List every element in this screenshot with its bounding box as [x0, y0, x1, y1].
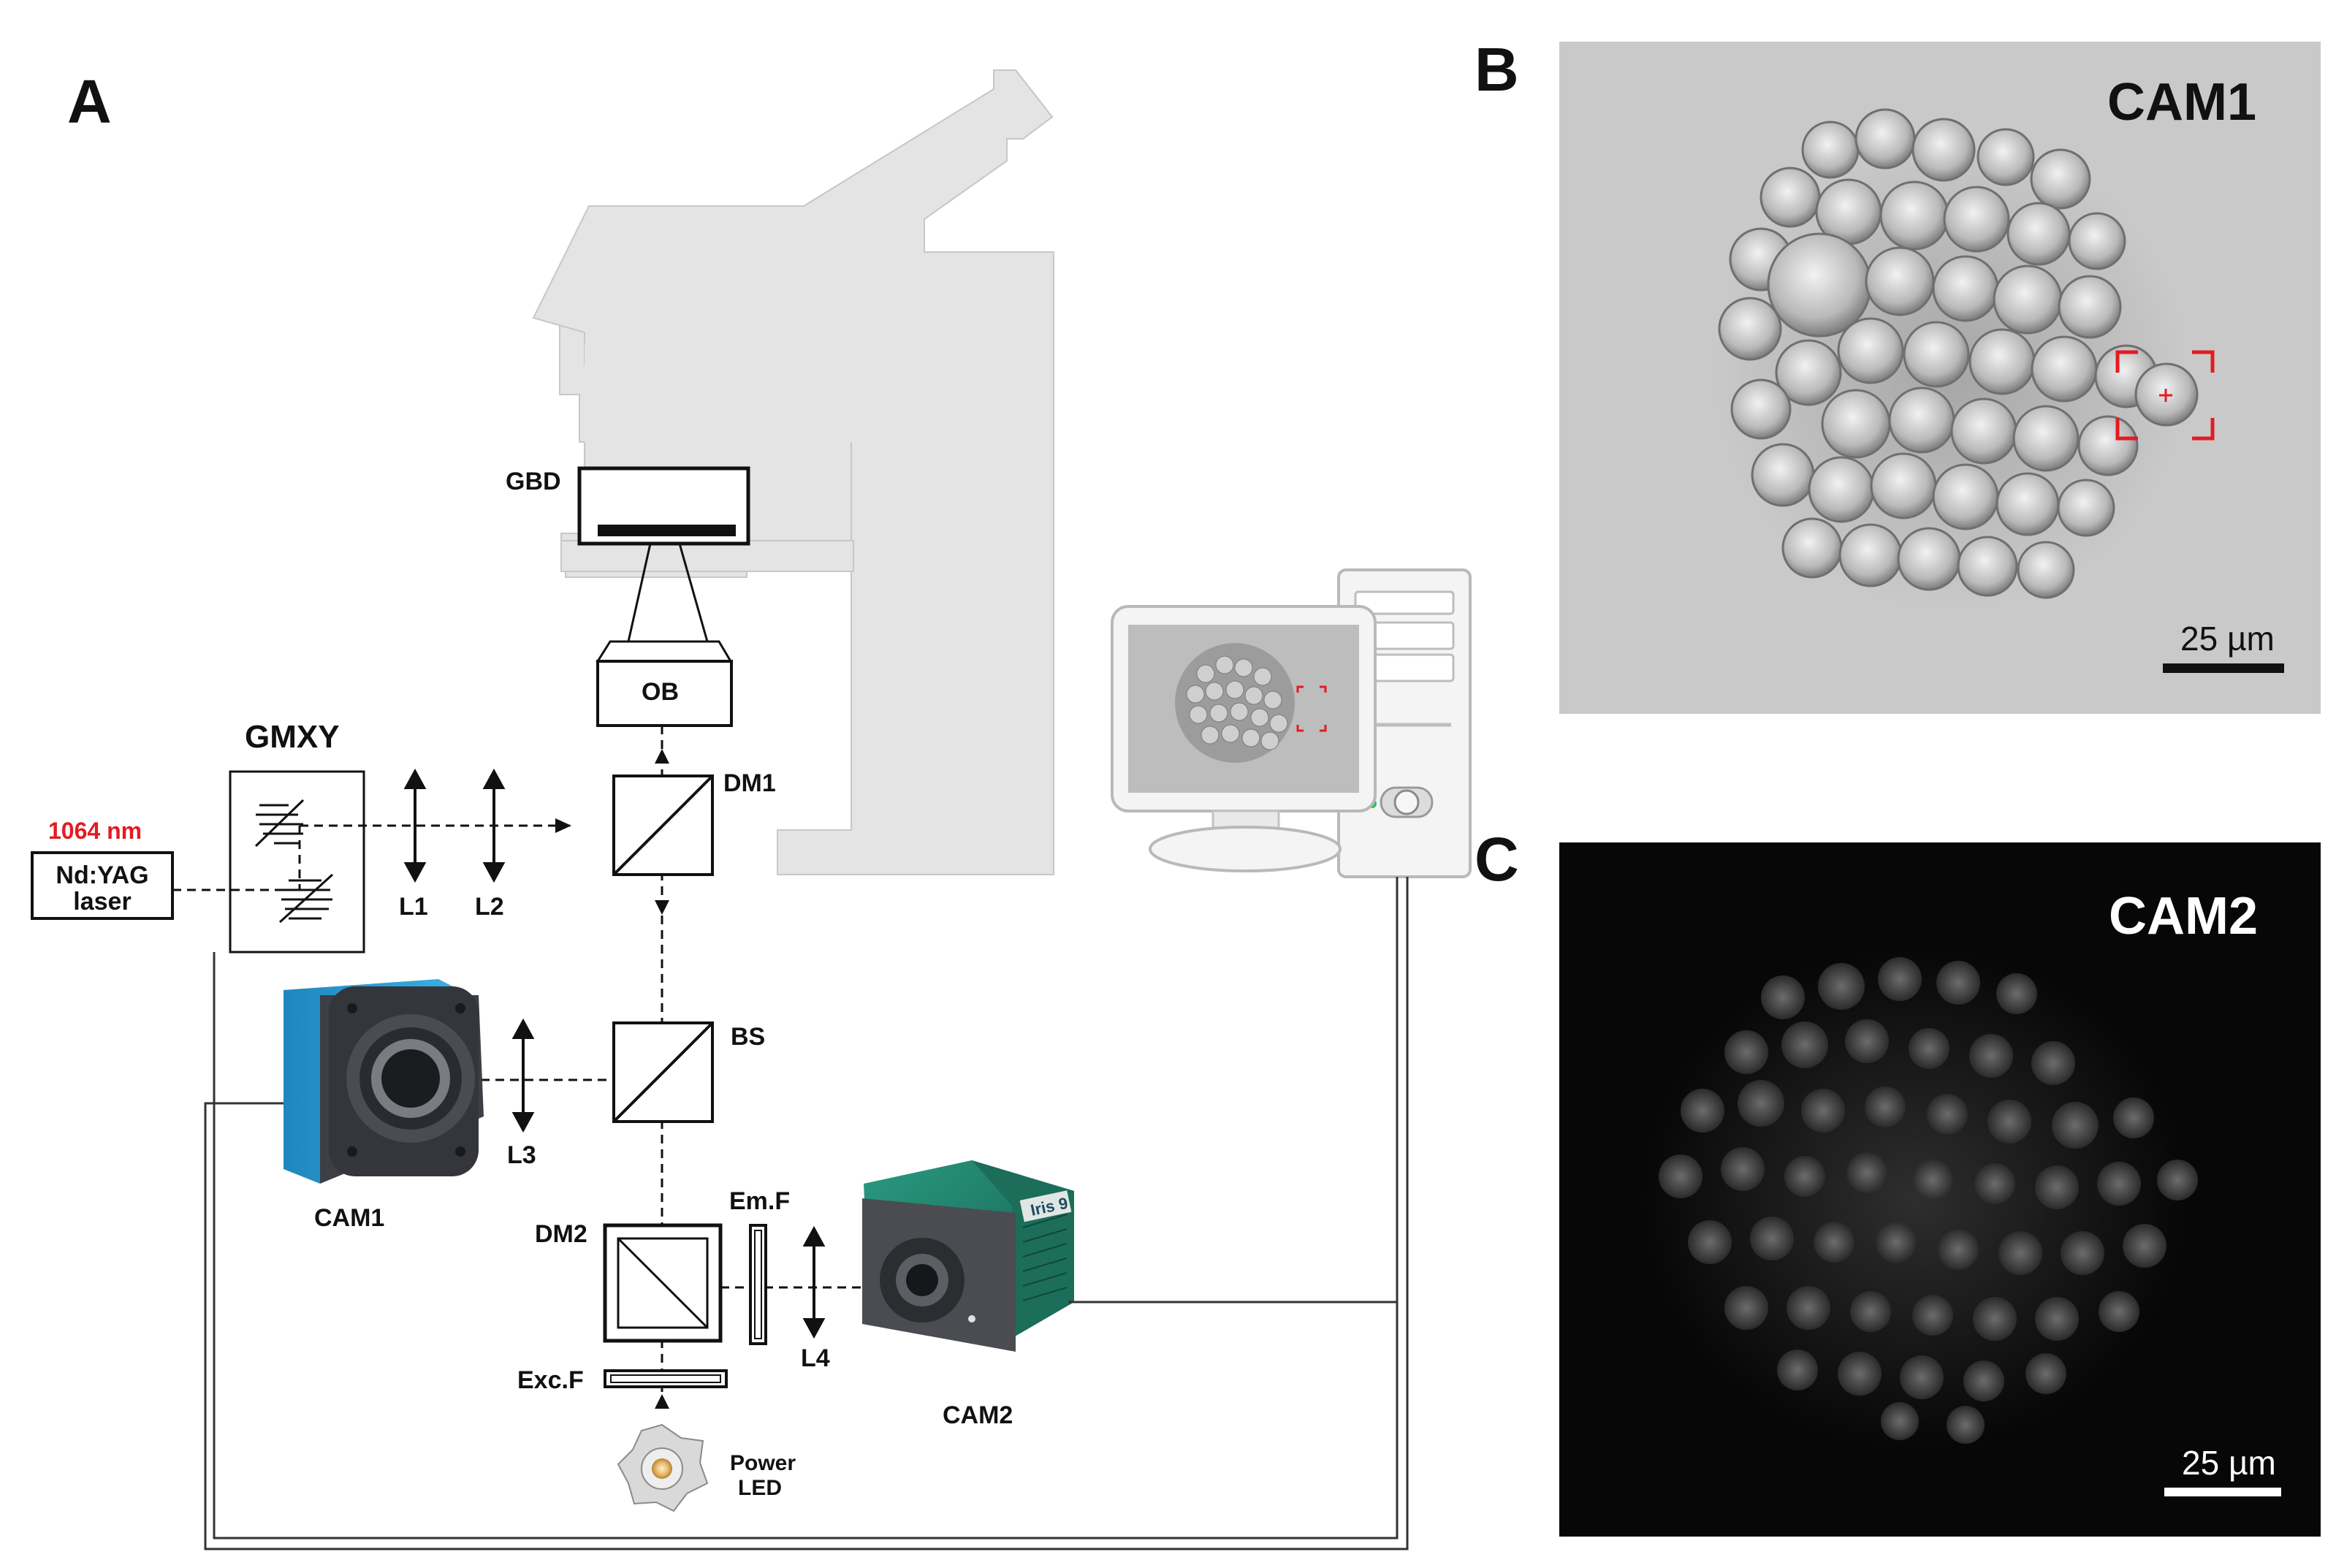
l1-label: L1 — [399, 893, 428, 921]
cam1-label: CAM1 — [314, 1204, 384, 1232]
lens-l2 — [482, 768, 506, 883]
monitor-icon — [1111, 605, 1377, 872]
lens-l3 — [511, 1018, 535, 1133]
ob-label: OB — [642, 678, 679, 706]
cam2-scale-bar — [2164, 1488, 2281, 1496]
panel-c-letter: C — [1475, 825, 1519, 894]
laser-wavelength: 1064 nm — [48, 818, 142, 844]
gbd-label: GBD — [506, 468, 561, 495]
objective-cone — [627, 543, 709, 642]
cam1-title: CAM1 — [2107, 73, 2256, 132]
cables — [204, 877, 1409, 1550]
gbd-sample — [598, 525, 736, 536]
beam-arrow-up — [655, 749, 669, 764]
power-led-icon — [617, 1423, 709, 1512]
excf-label: Exc.F — [517, 1366, 584, 1394]
panel-c: C CAM2 — [1475, 825, 2321, 1537]
bs-label: BS — [731, 1023, 765, 1051]
l2-label: L2 — [475, 893, 504, 921]
l4-label: L4 — [801, 1344, 830, 1372]
cam2-scale-label: 25 µm — [2182, 1444, 2276, 1482]
cam2-label: CAM2 — [943, 1401, 1013, 1429]
cam2-fluorescence-cluster — [1644, 950, 2198, 1447]
led-label-line2: LED — [738, 1476, 782, 1500]
panel-b: B — [1475, 35, 2321, 714]
panel-a-letter: A — [67, 67, 112, 136]
laser-name-line1: Nd:YAG — [56, 861, 148, 889]
cam1-camera-icon — [284, 979, 484, 1184]
panel-a: A GBD OB 1064 nm Nd:YAG laser GMXY — [31, 67, 1472, 1550]
l3-label: L3 — [507, 1141, 536, 1169]
lens-l1 — [403, 768, 427, 883]
dm2-cube — [603, 1223, 723, 1343]
laser-name-line2: laser — [73, 888, 131, 916]
dm1-label: DM1 — [723, 769, 776, 797]
cam1-scale-bar — [2163, 663, 2284, 673]
beam-arrow-led — [655, 1394, 669, 1409]
microscope-stage — [560, 540, 854, 572]
microscope-head-lower — [585, 343, 852, 442]
beam-arrow-to-dm1 — [555, 818, 571, 833]
beam-arrow-down — [655, 900, 669, 915]
dm2-label: DM2 — [535, 1220, 587, 1248]
gmxy-label: GMXY — [245, 719, 340, 755]
cam2-camera-icon: Iris 9 — [862, 1160, 1074, 1352]
gmxy-box — [229, 770, 365, 954]
cam2-title: CAM2 — [2109, 887, 2258, 945]
cam1-roi-marker — [2115, 350, 2215, 441]
cam1-scale-label: 25 µm — [2180, 620, 2275, 658]
panel-b-letter: B — [1475, 35, 1519, 104]
objective-box — [596, 660, 733, 727]
cam1-cell-cluster — [1713, 108, 2199, 610]
objective-top — [596, 640, 733, 663]
emf-label: Em.F — [729, 1187, 790, 1215]
dm1-cube — [612, 775, 714, 876]
lens-l4 — [802, 1225, 826, 1339]
led-label-line1: Power — [730, 1451, 796, 1475]
bs-cube — [612, 1021, 714, 1123]
laser-box — [31, 851, 174, 920]
galvo-mirror-upper — [254, 799, 305, 848]
